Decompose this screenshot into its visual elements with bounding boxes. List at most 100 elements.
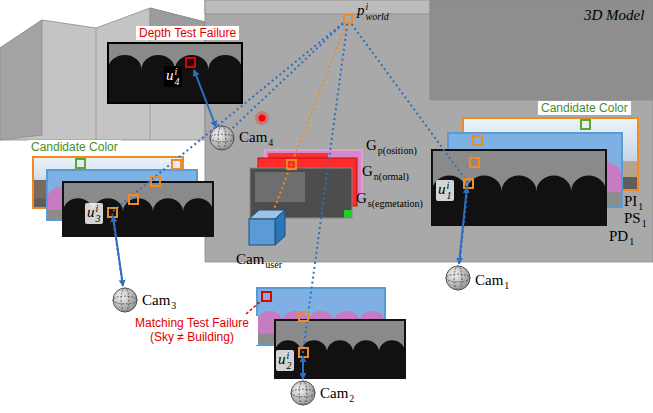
panorama-frame (432, 150, 606, 225)
building-edge (96, 28, 97, 140)
label: Gp(osition) (366, 136, 417, 156)
projection-arrow (459, 187, 467, 264)
sphere-equator (113, 296, 137, 304)
symbol-base: u (438, 181, 446, 197)
sphere-meridian (454, 266, 462, 290)
math-label: Cam4 (239, 129, 273, 145)
sample-marker (581, 120, 590, 129)
depth-near (432, 176, 606, 225)
subscript: 1 (504, 280, 509, 291)
label: Gs(egmetation) (356, 189, 423, 209)
math-label: Gs(egmetation) (356, 190, 423, 206)
symbol-base: Cam (142, 292, 170, 308)
script: i (366, 2, 389, 12)
node-label: piworld (357, 1, 389, 22)
math-label: piworld (357, 2, 389, 18)
sample-marker (262, 292, 271, 301)
script: i (175, 67, 180, 77)
ray-connector (352, 24, 468, 265)
annotation-text: Candidate Color (541, 101, 628, 115)
building-face (0, 20, 42, 140)
symbol-base: G (366, 137, 377, 153)
symbol-base: G (362, 163, 373, 179)
sphere-shape (112, 287, 138, 313)
camera-node: Cam2 (290, 380, 316, 406)
annotation-text: Matching Test Failure (Sky ≠ Building) (135, 316, 249, 344)
math-label: Camuser (236, 251, 282, 267)
camera-sphere (210, 126, 234, 150)
sphere-equator (210, 134, 234, 142)
script: 4 (175, 77, 180, 87)
panorama-image (108, 43, 242, 103)
sphere-equator (446, 274, 470, 282)
script: 3 (96, 214, 101, 224)
script: 2 (287, 361, 292, 371)
ray-connector (112, 23, 343, 287)
label: PI1 (624, 192, 643, 212)
point-marker: piworld (343, 14, 353, 24)
sample-marker (108, 208, 117, 217)
panorama-image (432, 150, 606, 225)
script: 1 (447, 191, 452, 201)
label: 3D Model (584, 7, 644, 24)
sample-marker (129, 195, 138, 204)
camera-sphere (113, 288, 137, 312)
symbol-base: PS (624, 210, 641, 226)
depth-far (275, 320, 405, 378)
math-label: ui1 (438, 181, 452, 197)
depth-near (108, 55, 242, 103)
script-stack: iworld (366, 2, 389, 22)
building-main (205, 0, 653, 262)
sample-marker (464, 179, 473, 188)
node-label: Camuser (236, 250, 282, 270)
math-label: PS1 (624, 210, 647, 226)
subscript: 4 (268, 137, 273, 148)
label: ui3 (85, 203, 103, 224)
script-stack: i4 (175, 67, 180, 87)
math-label: PD1 (609, 228, 634, 244)
cube-front (249, 219, 275, 245)
camera-node: Cam3 (112, 287, 138, 313)
camera-node: Cam1 (445, 265, 471, 291)
label: ui1 (436, 180, 454, 201)
building-tower (430, 0, 653, 100)
subscript: 1 (642, 218, 647, 229)
projection-arrow (113, 216, 123, 286)
camera-sphere (291, 381, 315, 405)
annotation-text: Candidate Color (31, 140, 118, 154)
node-label: Cam1 (475, 271, 509, 291)
symbol-base: Cam (236, 251, 264, 267)
g-segmentation-region (255, 172, 305, 202)
subscript: 3 (171, 300, 176, 311)
annotation-text: 3D Model (584, 7, 644, 23)
symbol-base: PD (609, 228, 628, 244)
sample-marker (473, 136, 482, 145)
symbol-base: Cam (475, 272, 503, 288)
sphere-meridian (218, 126, 226, 150)
script: i (447, 181, 452, 191)
symbol-base: PI (624, 193, 637, 209)
sample-marker (299, 348, 308, 357)
script: i (287, 351, 292, 361)
label: Matching Test Failure (Sky ≠ Building) (126, 316, 258, 345)
camera-node: Cam4 (209, 125, 235, 151)
node-label: Cam3 (142, 291, 176, 311)
node-label: Cam2 (320, 384, 354, 404)
panorama-frame (275, 320, 405, 378)
sample-marker (287, 160, 296, 169)
red-glow (255, 111, 269, 125)
label: Gn(ormal) (362, 162, 409, 182)
math-label: Gp(osition) (366, 137, 417, 153)
red-dot (259, 115, 266, 122)
g-segmentation-region (344, 210, 352, 218)
symbol-base: u (166, 67, 174, 83)
math-label: PI1 (624, 193, 643, 209)
sphere-shape (209, 125, 235, 151)
sphere-shape (445, 265, 471, 291)
depth-far (108, 43, 242, 103)
label: PD1 (609, 227, 634, 247)
cube-side (275, 210, 285, 245)
sphere-meridian (121, 288, 129, 312)
